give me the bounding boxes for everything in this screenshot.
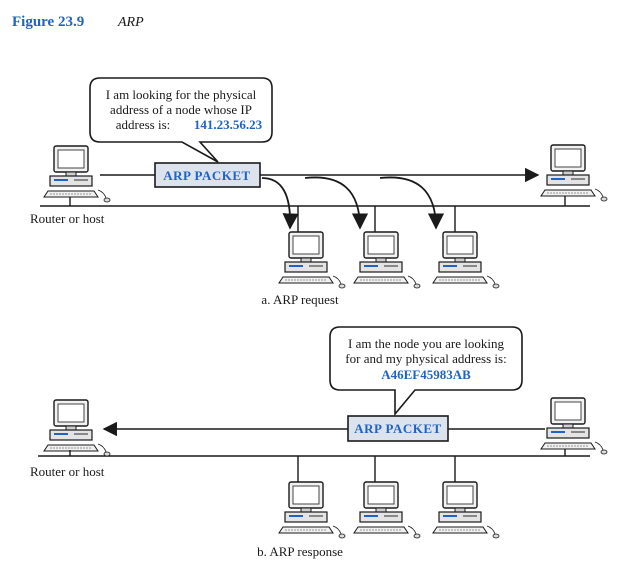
request-callout-line-1: I am looking for the physical [106,87,257,102]
request-callout [89,77,273,163]
response-host-label: Router or host [30,464,105,479]
response-host-3-computer [432,481,500,539]
response-callout [329,326,523,417]
response-callout-line-1: I am the node you are looking [348,336,504,351]
response-host-1-computer [278,481,346,539]
request-arrow-host-1 [261,177,299,230]
request-ip-address: 141.23.56.23 [194,117,263,132]
request-callout-line-2: address of a node whose IP [110,102,252,117]
response-host-2-computer [353,481,421,539]
request-callout-line-3: address is: [116,117,171,132]
response-packet-label: ARP PACKET [354,421,441,436]
response-physical-address: A46EF45983AB [381,367,471,382]
request-caption: a. ARP request [261,292,339,307]
response-callout-line-2: for and my physical address is: [345,351,506,366]
request-arp-packet [154,162,261,188]
request-arrow-host-3 [379,176,445,230]
response-right-computer [540,397,608,455]
request-host-1-computer [278,231,346,289]
request-host-3-computer [432,231,500,289]
response-router-computer [43,399,111,457]
request-arrow-host-2 [304,176,369,230]
request-right-computer [540,144,608,202]
request-host-label: Router or host [30,211,105,226]
request-packet-label: ARP PACKET [163,168,250,183]
request-router-computer [43,145,111,203]
figure-number: Figure 23.9 [12,14,84,30]
request-host-2-computer [353,231,421,289]
figure-title: ARP [117,15,144,30]
response-caption: b. ARP response [257,544,343,559]
